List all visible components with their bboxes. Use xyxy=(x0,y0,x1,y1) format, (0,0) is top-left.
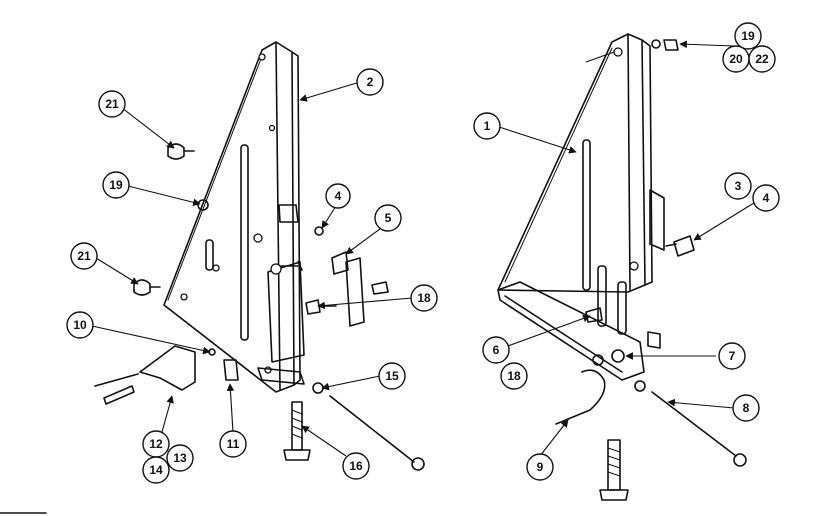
callout-14: 14 xyxy=(142,456,170,484)
callout-8-label: 8 xyxy=(743,401,750,415)
callout-1: 1 xyxy=(473,112,501,140)
callout-20: 20 xyxy=(722,45,750,73)
callout-18-right: 18 xyxy=(500,362,528,390)
callout-13-label: 13 xyxy=(173,451,187,465)
callout-1-label: 1 xyxy=(484,119,491,133)
callout-21-upper-label: 21 xyxy=(105,97,119,111)
leader-lines xyxy=(91,40,763,457)
callout-19-right-label: 19 xyxy=(741,29,755,43)
callout-8: 8 xyxy=(732,394,760,422)
callout-21-upper: 21 xyxy=(98,90,126,118)
left-bracket-assembly xyxy=(163,41,305,393)
callout-11-label: 11 xyxy=(227,437,240,451)
callout-22: 22 xyxy=(748,45,776,73)
callout-6-label: 6 xyxy=(493,343,500,357)
callout-21-lower: 21 xyxy=(70,242,98,270)
callout-9-label: 9 xyxy=(537,460,544,474)
callout-5-label: 5 xyxy=(385,211,392,225)
callout-4-left: 4 xyxy=(325,183,351,209)
callout-9: 9 xyxy=(526,453,554,481)
callout-15-label: 15 xyxy=(385,369,399,383)
left-small-parts xyxy=(94,143,425,471)
callout-11: 11 xyxy=(219,430,247,458)
callout-7: 7 xyxy=(718,342,746,370)
callout-10: 10 xyxy=(66,311,94,339)
right-bracket-assembly xyxy=(497,33,665,381)
callout-6: 6 xyxy=(482,336,510,364)
callout-10-label: 10 xyxy=(73,318,87,332)
callout-2: 2 xyxy=(356,68,384,96)
callout-13: 13 xyxy=(166,444,194,472)
callout-19-left: 19 xyxy=(102,171,130,199)
callout-18-right-label: 18 xyxy=(507,369,521,383)
callout-21-lower-label: 21 xyxy=(77,249,91,263)
callout-2-label: 2 xyxy=(367,75,374,89)
callout-4-right: 4 xyxy=(752,184,780,212)
callout-16: 16 xyxy=(342,452,370,480)
callout-20-label: 20 xyxy=(729,52,743,66)
callout-16-label: 16 xyxy=(349,459,363,473)
callout-3: 3 xyxy=(724,172,752,200)
callout-19-left-label: 19 xyxy=(109,178,123,192)
callout-14-label: 14 xyxy=(149,463,163,477)
callout-4-right-label: 4 xyxy=(763,191,770,205)
callout-12-label: 12 xyxy=(149,437,163,451)
callout-5: 5 xyxy=(374,204,402,232)
callout-19-right: 19 xyxy=(734,22,762,50)
callout-22-label: 22 xyxy=(755,52,769,66)
callout-15: 15 xyxy=(378,362,406,390)
callout-7-label: 7 xyxy=(729,349,736,363)
callout-18-left-label: 18 xyxy=(417,291,431,305)
right-small-parts xyxy=(555,39,747,501)
callout-4-left-label: 4 xyxy=(335,189,342,203)
callout-3-label: 3 xyxy=(735,179,742,193)
callout-18-left: 18 xyxy=(410,284,438,312)
callout-12: 12 xyxy=(142,430,170,458)
